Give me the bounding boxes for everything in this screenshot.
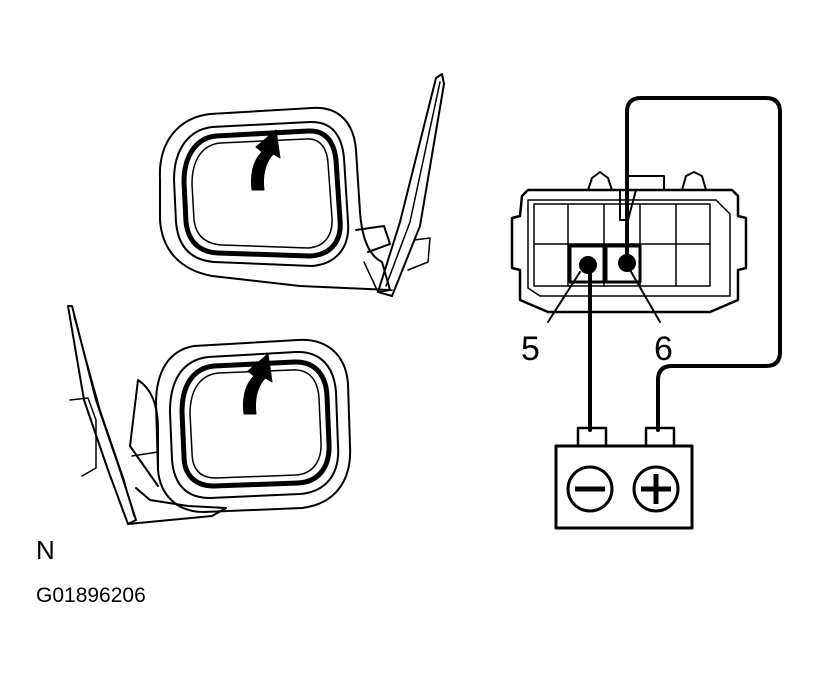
battery-post-negative — [576, 426, 608, 448]
terminal-6-cavity — [604, 244, 642, 284]
connector-cavity-grid — [533, 203, 711, 287]
mirror-bottom-housing — [129, 379, 352, 513]
mirror-top-mount — [377, 73, 445, 297]
connector — [510, 171, 748, 323]
leader-6 — [629, 269, 661, 323]
battery-post-positive — [644, 426, 676, 448]
battery — [554, 426, 694, 530]
plus-icon — [632, 465, 680, 513]
mirror-bottom-arm — [127, 487, 227, 525]
curved-up-arrow-icon — [251, 129, 281, 191]
mirror-bottom — [67, 305, 352, 525]
connector-key — [619, 175, 665, 221]
wires — [588, 96, 782, 432]
connector-latch-left — [587, 171, 613, 191]
mirror-bottom-glass-inner — [189, 369, 322, 479]
wire-terminal-6-positive — [625, 96, 782, 432]
mirror-top — [158, 73, 445, 297]
terminal-label-5: 5 — [521, 330, 540, 368]
mirror-top-glass-inner — [191, 138, 333, 249]
figure-id: G01896206 — [36, 584, 146, 607]
connector-latch-right — [681, 171, 707, 191]
battery-case — [554, 444, 694, 530]
connector-body — [510, 188, 748, 314]
mirror-bottom-glass — [179, 359, 332, 489]
mirror-top-glass — [181, 128, 343, 259]
curved-up-arrow-icon — [243, 353, 273, 415]
mirror-top-rim — [173, 120, 350, 267]
leader-5 — [547, 271, 581, 323]
view-code: N — [36, 535, 55, 565]
mirror-bottom-rim — [169, 350, 340, 499]
terminal-5-pin — [579, 256, 597, 274]
mirror-top-arm — [355, 225, 391, 253]
terminal-5-cavity — [568, 244, 606, 284]
mirror-top-housing — [158, 106, 391, 291]
terminal-label-6: 6 — [654, 330, 673, 368]
minus-icon — [566, 465, 614, 513]
